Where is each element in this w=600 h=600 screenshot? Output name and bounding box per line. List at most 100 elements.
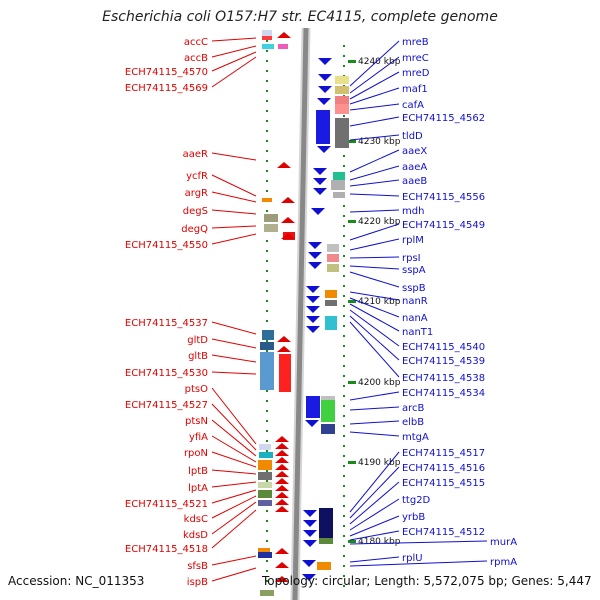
left-strand-arrow	[275, 576, 289, 582]
left-connector	[211, 501, 257, 535]
left-tick-dot	[266, 440, 268, 442]
left-tick-dot	[266, 320, 268, 322]
left-feature-block	[264, 224, 278, 232]
right-tick-dot	[343, 515, 345, 517]
left-strand-arrow	[275, 443, 289, 449]
right-tick-dot	[343, 565, 345, 567]
left-tick-dot	[266, 340, 268, 342]
right-feature-block	[327, 244, 339, 252]
kbp-label: 4210 kbp	[358, 297, 401, 307]
gene-label-ECH74115_4549: ECH74115_4549	[402, 220, 485, 231]
right-connector	[349, 303, 400, 332]
left-connector	[211, 51, 257, 72]
left-feature-block	[258, 552, 272, 558]
left-strand-arrow	[275, 471, 289, 477]
right-tick-dot	[343, 395, 345, 397]
gene-label-accB: accB	[184, 53, 208, 64]
right-tick-dot	[343, 455, 345, 457]
left-tick-dot	[266, 290, 268, 292]
gene-label-rpoN: rpoN	[184, 448, 208, 459]
left-tick-dot	[266, 530, 268, 532]
left-tick-dot	[266, 70, 268, 72]
left-tick-dot	[266, 510, 268, 512]
left-feature-block	[262, 30, 272, 36]
left-tick-dot	[266, 100, 268, 102]
accession-text: Accession: NC_011353	[8, 574, 145, 588]
gene-label-rplU: rplU	[402, 553, 423, 564]
left-strand-arrow	[277, 346, 291, 352]
right-strand-arrow	[303, 510, 317, 517]
left-tick-dot	[266, 170, 268, 172]
gene-label-mtgA: mtgA	[402, 432, 429, 443]
left-strand-arrow	[275, 562, 289, 568]
left-tick-dot	[266, 300, 268, 302]
gene-label-ispB: ispB	[187, 577, 208, 588]
left-strand-arrow	[275, 506, 289, 512]
kbp-tick	[348, 461, 356, 464]
kbp-label: 4190 kbp	[358, 458, 401, 468]
left-tick-dot	[266, 470, 268, 472]
left-connector	[211, 387, 257, 445]
left-tick-dot	[266, 570, 268, 572]
left-strand-arrow	[275, 548, 289, 554]
right-tick-dot	[343, 385, 345, 387]
left-feature-block	[264, 214, 278, 222]
gene-label-sfsB: sfsB	[187, 561, 208, 572]
right-tick-dot	[343, 445, 345, 447]
gene-label-ECH74115_4550: ECH74115_4550	[125, 240, 208, 251]
left-feature-block	[260, 590, 274, 596]
right-tick-dot	[343, 425, 345, 427]
left-tick-dot	[266, 60, 268, 62]
right-feature-block	[319, 508, 333, 538]
right-strand-arrow	[308, 252, 322, 259]
right-connector	[349, 431, 400, 437]
left-strand-arrow	[275, 450, 289, 456]
right-tick-dot	[343, 485, 345, 487]
gene-label-lptB: lptB	[188, 466, 208, 477]
left-connector	[211, 435, 257, 463]
gene-label-kdsC: kdsC	[184, 514, 208, 525]
right-tick-dot	[343, 355, 345, 357]
right-connector	[349, 451, 400, 513]
right-tick-dot	[343, 405, 345, 407]
left-connector	[211, 371, 257, 375]
right-feature-block	[321, 400, 335, 422]
right-strand-arrow	[302, 574, 316, 581]
left-strand-arrow	[275, 436, 289, 442]
right-tick-dot	[343, 375, 345, 377]
right-tick-dot	[343, 165, 345, 167]
right-feature-block	[327, 254, 339, 262]
right-strand-arrow	[306, 286, 320, 293]
left-connector	[211, 37, 257, 42]
gene-label-aaeR: aaeR	[183, 149, 208, 160]
gene-label-ECH74115_4556: ECH74115_4556	[402, 192, 485, 203]
gene-label-rpmA: rpmA	[490, 557, 517, 568]
right-connector	[349, 271, 400, 288]
left-feature-block	[258, 472, 272, 480]
gene-label-aaeX: aaeX	[402, 146, 427, 157]
right-tick-dot	[343, 545, 345, 547]
left-strand-arrow	[277, 162, 291, 168]
gene-label-mreB: mreB	[402, 37, 429, 48]
left-connector	[211, 191, 257, 203]
right-connector	[349, 256, 400, 259]
gene-label-ECH74115_4530: ECH74115_4530	[125, 368, 208, 379]
right-connector	[349, 238, 400, 251]
left-tick-dot	[266, 350, 268, 352]
right-feature-block	[333, 172, 345, 180]
gene-label-mreC: mreC	[402, 53, 429, 64]
left-strand-arrow	[275, 499, 289, 505]
kbp-label: 4220 kbp	[358, 217, 401, 227]
right-tick-dot	[343, 205, 345, 207]
right-connector	[349, 56, 400, 94]
left-feature-block	[258, 490, 272, 498]
gene-label-ECH74115_4537: ECH74115_4537	[125, 318, 208, 329]
left-connector	[211, 555, 257, 566]
right-strand-arrow	[313, 178, 327, 185]
right-tick-dot	[343, 215, 345, 217]
gene-label-accC: accC	[184, 37, 208, 48]
gene-label-ECH74115_4570: ECH74115_4570	[125, 67, 208, 78]
right-tick-dot	[343, 585, 345, 587]
right-feature-block	[327, 264, 339, 272]
